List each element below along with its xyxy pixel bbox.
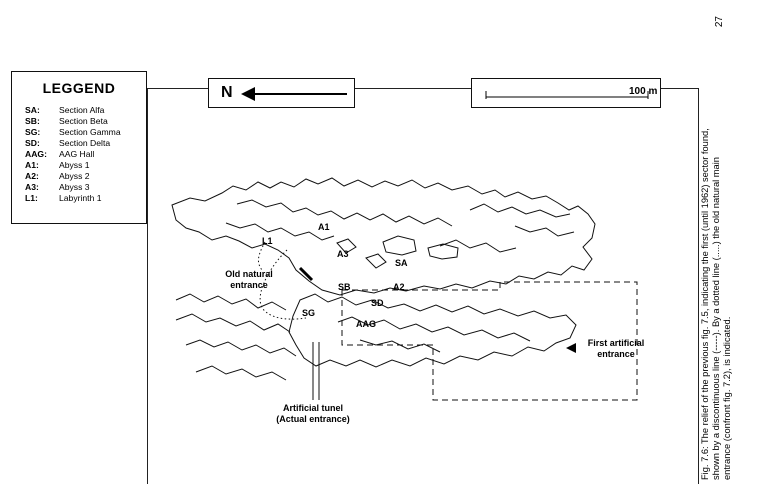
cave-passage [175, 313, 291, 333]
north-label: N [221, 84, 233, 101]
map-frame-top [147, 88, 699, 89]
legend-item: SD: Section Delta [25, 138, 110, 148]
legend-desc: Abyss 1 [59, 160, 90, 170]
note-line: First artificial [587, 338, 645, 348]
first-artificial-entrance-note: First artificial entrance [574, 338, 658, 360]
legend-item: AAG: AAG Hall [25, 149, 94, 159]
legend-item: A3: Abyss 3 [25, 182, 90, 192]
label-l1: L1 [262, 236, 273, 246]
cave-passage [439, 239, 517, 253]
legend-item: SB: Section Beta [25, 116, 108, 126]
label-sd: SD [371, 298, 384, 308]
legend-desc: Abyss 3 [59, 182, 90, 192]
label-sg: SG [302, 308, 316, 318]
legend-code: A3: [25, 182, 39, 192]
legend-code: SB: [25, 116, 40, 126]
cave-passage [185, 339, 297, 357]
legend-item: L1: Labyrinth 1 [25, 193, 102, 203]
map-frame-left [147, 88, 148, 484]
label-aag: AAG [356, 319, 376, 329]
cave-passage [175, 293, 287, 311]
scale-bar-box: 100 m [471, 78, 661, 108]
label-sa: SA [395, 258, 408, 268]
cave-passage [469, 203, 571, 218]
label-a3: A3 [337, 249, 349, 259]
legend-code: SA: [25, 105, 40, 115]
cave-passage [195, 365, 287, 381]
old-entrance-route [257, 241, 266, 271]
old-entrance-route [259, 249, 307, 320]
legend-desc: Section Gamma [59, 127, 121, 137]
figure-caption: Fig. 7.6: The relief of the previous fig… [700, 128, 732, 480]
scale-label: 100 m [629, 86, 658, 97]
label-a2: A2 [393, 282, 405, 292]
cave-passage [359, 339, 441, 353]
cave-map [171, 177, 638, 401]
legend-item: SG: Section Gamma [25, 127, 121, 137]
legend-desc: Section Delta [59, 138, 111, 148]
entrance-arrow-icon [566, 343, 576, 353]
legend-item: A1: Abyss 1 [25, 160, 90, 170]
label-a1: A1 [318, 222, 330, 232]
label-sb: SB [338, 282, 351, 292]
legend-desc: Section Beta [59, 116, 108, 126]
legend-box: LEGGEND SA:Section Alfa SB:Section Beta … [11, 71, 147, 224]
cave-chamber [336, 238, 357, 254]
page-number: 27 [714, 16, 725, 28]
legend-title: LEGGEND [42, 80, 116, 96]
cave-passage [514, 225, 575, 237]
north-arrow-box: N [208, 78, 355, 108]
legend-code: A2: [25, 171, 39, 181]
legend-desc: Labyrinth 1 [59, 193, 102, 203]
legend-code: L1: [25, 193, 38, 203]
legend-item: A2: Abyss 2 [25, 171, 90, 181]
legend-code: AAG: [25, 149, 47, 159]
artificial-tunnel-note: Artificial tunel (Actual entrance) [258, 403, 368, 425]
cave-passage [337, 316, 531, 342]
note-line: Artificial tunel [282, 403, 343, 413]
legend-code: SG: [25, 127, 41, 137]
legend-desc: AAG Hall [59, 149, 95, 159]
legend-desc: Abyss 2 [59, 171, 90, 181]
first-sector-boundary [341, 281, 638, 401]
legend-code: A1: [25, 160, 39, 170]
cave-passage [225, 222, 335, 241]
artificial-tunnel [312, 342, 320, 400]
cave-outline-lower [288, 293, 577, 368]
cave-chamber [427, 243, 459, 260]
cave-passage [236, 199, 453, 227]
scale-bar [485, 91, 649, 99]
legend-item: SA: Section Alfa [25, 105, 104, 115]
cave-chamber [382, 235, 417, 256]
note-line: entrance [597, 349, 635, 359]
old-natural-entrance-note: Old natural entrance [209, 269, 289, 291]
note-line: Old natural [225, 269, 273, 279]
map-frame-right [698, 88, 699, 484]
legend-code: SD: [25, 138, 40, 148]
entrance-marker [298, 266, 314, 282]
note-line: (Actual entrance) [276, 414, 350, 424]
cave-outline-main [171, 177, 596, 296]
cave-chamber [365, 253, 387, 269]
arrow-left-icon [241, 87, 347, 101]
note-line: entrance [230, 280, 268, 290]
legend-desc: Section Alfa [59, 105, 105, 115]
